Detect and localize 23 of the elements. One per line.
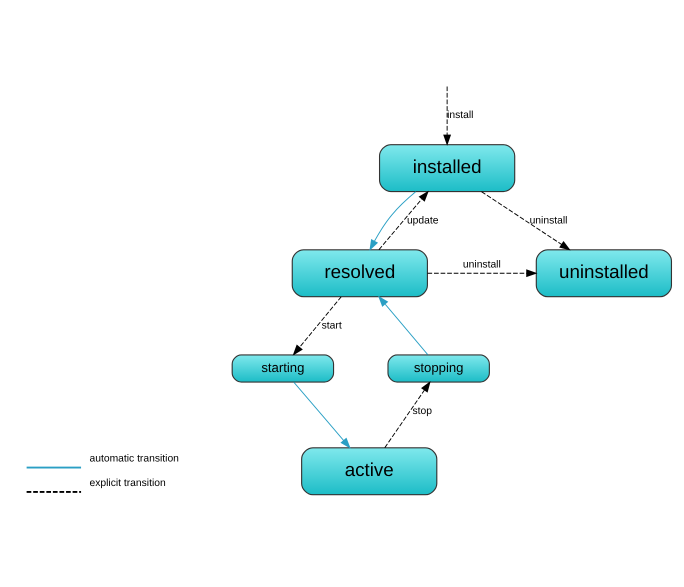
node-box: resolved [292,248,428,297]
arrow [292,296,342,356]
arrow [427,268,538,277]
edge-label: update [406,214,438,226]
edge-label: uninstall [530,214,568,226]
legend-label: explicit transition [90,478,166,489]
arrow [378,190,429,250]
node-box: active [301,446,438,495]
edge-label: uninstall [462,258,501,270]
legend-label: automatic transition [90,453,179,464]
edge-label: stop [412,405,432,416]
node-box: uninstalled [536,248,672,297]
edge-label: start [322,320,342,331]
arrow [384,380,431,448]
node-box: installed [378,144,516,192]
arrow [369,190,416,250]
edge-label: install [447,110,474,121]
arrow [293,381,351,448]
node-box: starting [232,354,334,382]
arrow [378,295,428,355]
node-box: stopping [387,354,490,382]
arrow [481,190,571,250]
arrow [443,86,452,146]
